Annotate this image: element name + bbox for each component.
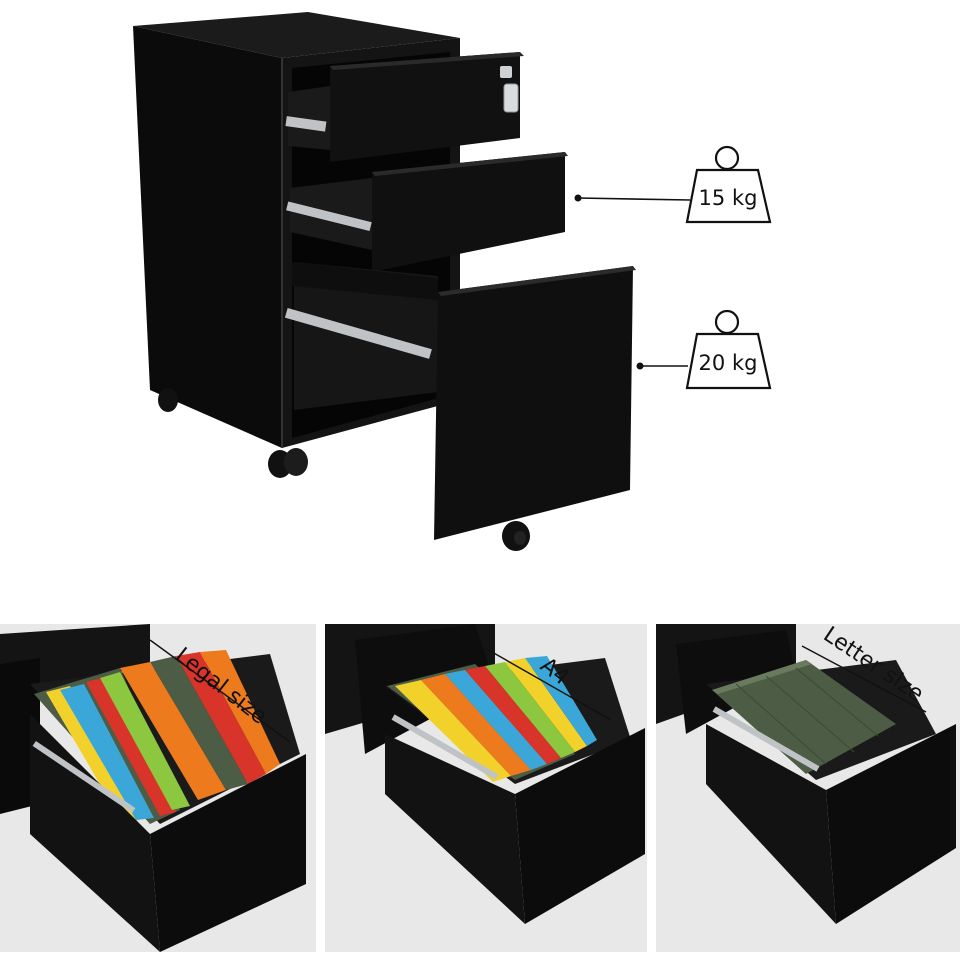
size-label-legal: Legal size <box>170 643 271 730</box>
hanging-folders <box>34 650 280 824</box>
weight-icon <box>685 145 772 224</box>
paper-size-strip: Legal size A4 <box>0 618 960 960</box>
weight-callout-middle: 15 kg <box>574 145 772 224</box>
middle-drawer <box>286 152 568 272</box>
panel-a4-size: A4 <box>325 624 647 952</box>
weight-icon <box>685 309 772 390</box>
caster-wheels <box>158 388 530 551</box>
lock-icon <box>500 66 519 113</box>
hanging-folders <box>387 656 597 782</box>
weight-label-20kg: 20 kg <box>699 351 758 375</box>
bottom-drawer <box>284 262 636 540</box>
size-label-letter: Letter size <box>819 624 928 707</box>
weight-label-15kg: 15 kg <box>699 186 758 210</box>
legal-drawer-image <box>0 624 306 952</box>
weight-callout-bottom: 20 kg <box>636 309 772 390</box>
hanging-folders <box>712 660 896 774</box>
top-drawer <box>285 52 524 162</box>
panel-letter-size: Letter size <box>656 624 960 952</box>
letter-drawer-image <box>656 624 956 924</box>
size-label-a4: A4 <box>535 653 573 691</box>
a4-drawer-image <box>325 624 645 924</box>
cabinet-hero-image: 15 kg 20 kg <box>133 12 772 551</box>
panel-legal-size: Legal size <box>0 624 316 952</box>
filing-cabinet <box>133 12 636 551</box>
